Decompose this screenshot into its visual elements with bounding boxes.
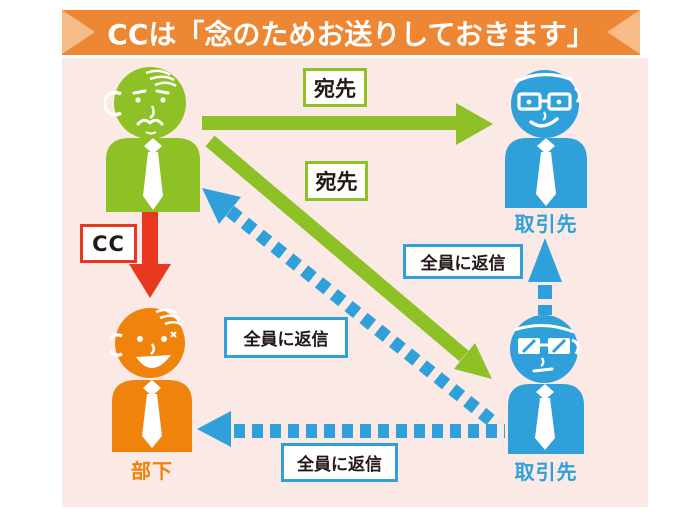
reply-all-label-right: 全員に返信 — [403, 244, 523, 279]
reply-all-label-middle: 全員に返信 — [224, 317, 348, 358]
partner-top-avatar — [505, 70, 587, 208]
banner-left-chevron-icon — [62, 10, 95, 54]
title-banner: CCは「念のためお送りしておきます」 — [62, 10, 640, 55]
cc-label: CC — [80, 224, 137, 263]
partner-bottom-label: 取引先 — [514, 460, 578, 484]
subordinate-avatar — [110, 308, 192, 452]
reply-all-arrow-vertical — [528, 238, 562, 315]
cc-arrow — [129, 211, 171, 298]
page-title: CCは「念のためお送りしておきます」 — [107, 17, 595, 51]
boss-avatar — [104, 67, 200, 212]
reply-all-label-bottom: 全員に返信 — [281, 443, 398, 482]
reply-all-arrow-horizontal — [197, 411, 505, 447]
to-arrow-diagonal — [205, 135, 492, 379]
partner-top-label: 取引先 — [514, 212, 578, 236]
reply-all-arrow-diagonal — [202, 188, 502, 431]
to-label-middle: 宛先 — [305, 161, 368, 201]
partner-bottom-avatar — [508, 315, 584, 454]
subordinate-label: 部下 — [131, 459, 173, 483]
to-arrow-top — [202, 103, 493, 145]
banner-right-chevron-icon — [607, 10, 640, 54]
to-label-top: 宛先 — [303, 68, 367, 107]
